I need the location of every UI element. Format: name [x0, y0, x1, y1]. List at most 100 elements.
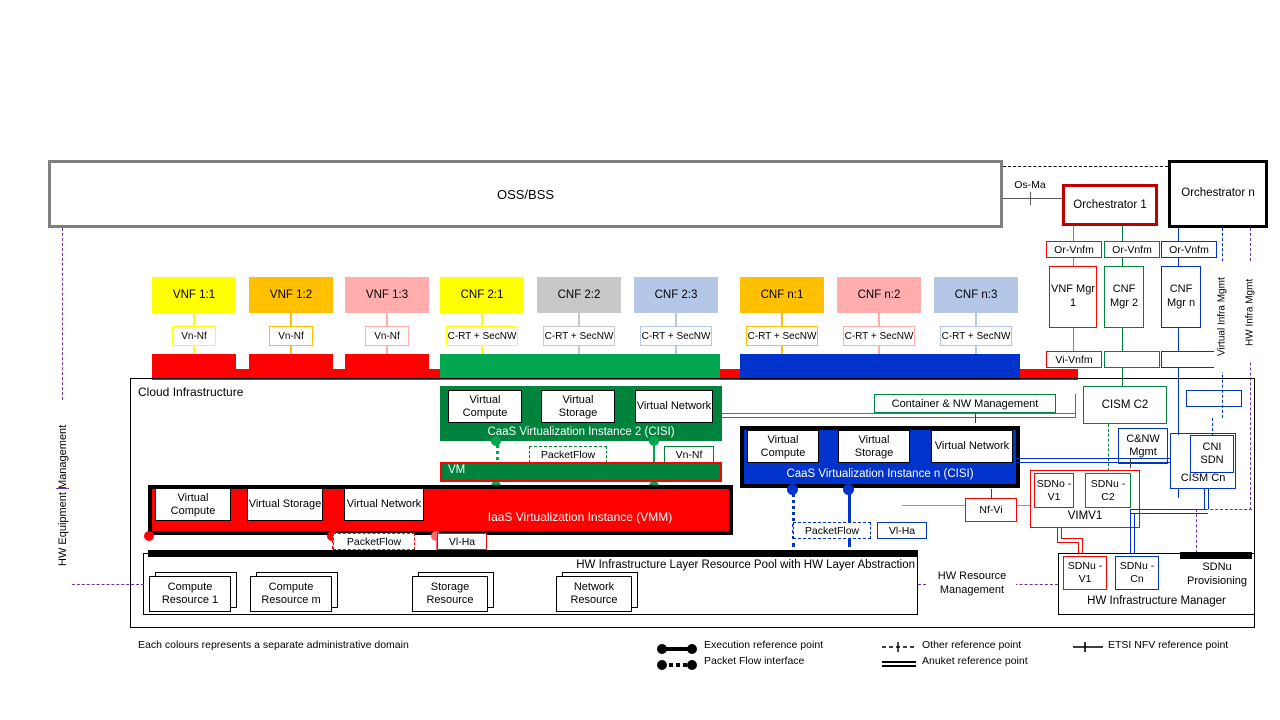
function-box-3[interactable]: VNF 1:3: [345, 277, 429, 313]
anuket-reference-point-icon: [882, 656, 916, 667]
function-interface-label: C-RT + SecNW: [844, 330, 914, 342]
or-vnfm-box-2: Or-Vnfm: [1104, 241, 1160, 258]
caas2-vm-label: VM: [448, 464, 466, 476]
caasn-virtual-compute: Virtual Compute: [747, 430, 819, 463]
caas2-dot-top-left: [491, 436, 501, 446]
cism-cn-label: CISM Cn: [1180, 472, 1226, 484]
caas2-vm-bar: [440, 462, 722, 482]
cnf-mgr-n-box[interactable]: CNF Mgr n: [1161, 266, 1201, 328]
or-vnfm-box-3: Or-Vnfm: [1161, 241, 1217, 258]
container-substrate-blue: [740, 354, 1020, 380]
hw-pool-topbar: [148, 550, 918, 557]
sdno-v1-label: SDNo -V1: [1036, 477, 1072, 503]
cnfmgrn-stub-box: [1186, 390, 1242, 407]
function-box-5[interactable]: CNF 2:2: [537, 277, 621, 313]
cismcn-to-hwim-elbow-b: [1130, 513, 1208, 514]
caasn-anuket-line-a: [1016, 458, 1176, 459]
iaas-virtual-compute: Virtual Compute: [155, 488, 231, 521]
function-box-8[interactable]: CNF n:2: [837, 277, 921, 313]
iaas-packetflow-box: PacketFlow: [333, 533, 415, 550]
function-interface-box-1: Vn-Nf: [172, 326, 216, 346]
hw-resource-compute-1: Compute Resource 1: [149, 576, 231, 612]
vimv1-label: VIMV1: [1067, 510, 1103, 522]
iaas-title: IaaS Virtualization Instance (VMM): [487, 510, 673, 524]
sdnu-v1-label: SDNu -V1: [1067, 560, 1103, 585]
os-ma-line: [1003, 198, 1069, 199]
function-interface-box-7: C-RT + SecNW: [746, 326, 818, 346]
cismcn-to-hwim-elbow-a: [1130, 509, 1206, 510]
cismcn-to-hwim-a: [1204, 489, 1205, 509]
caas2-virtual-compute: Virtual Compute: [448, 390, 522, 423]
orchestrator-n-box[interactable]: Orchestrator n: [1168, 160, 1268, 228]
function-interface-box-3: Vn-Nf: [365, 326, 409, 346]
cni-sdn-box[interactable]: CNI SDN: [1190, 435, 1234, 473]
cnw-mgmt-label: C&NW Mgmt: [1126, 432, 1160, 458]
cloud-infrastructure-label: Cloud Infrastructure: [138, 385, 244, 399]
vimv1-to-hwim-elbow-a: [1057, 542, 1079, 543]
caas2-vn-nf-box: Vn-Nf: [664, 446, 714, 463]
function-box-7[interactable]: CNF n:1: [740, 277, 824, 313]
vnf-mgr-1-box[interactable]: VNF Mgr 1: [1049, 266, 1097, 328]
container-nw-anuket-line-b: [722, 417, 1076, 418]
vimv1-to-hwim-drop-a: [1078, 542, 1079, 556]
vimv1-to-hwim-elbow-b: [1061, 538, 1083, 539]
cloud-infrastructure-box: [130, 378, 1255, 628]
cism-c2-box[interactable]: CISM C2: [1083, 386, 1167, 424]
container-nw-management-box[interactable]: Container & NW Management: [874, 394, 1056, 413]
ossbss-label: OSS/BSS: [496, 186, 555, 202]
caasn-vlha-line: [848, 487, 851, 547]
function-interface-label: C-RT + SecNW: [641, 330, 711, 342]
function-box-1[interactable]: VNF 1:1: [152, 277, 236, 313]
hw-pool-title: HW Infrastructure Layer Resource Pool wi…: [576, 559, 915, 571]
function-box-9[interactable]: CNF n:3: [934, 277, 1018, 313]
oss-orchestrator-dashed-link: [1003, 166, 1168, 167]
cism-c2-label: CISM C2: [1101, 399, 1149, 411]
function-box-label: CNF 2:3: [654, 289, 698, 301]
caasn-dot-top-right: [843, 484, 854, 495]
function-box-4[interactable]: CNF 2:1: [440, 277, 524, 313]
hw-resource-management-label: HW Resource Management: [928, 566, 1016, 602]
function-box-2[interactable]: VNF 1:2: [249, 277, 333, 313]
os-ma-label: Os-Ma: [1008, 178, 1052, 192]
iaas-dot-top-left: [327, 531, 337, 541]
function-interface-label: C-RT + SecNW: [544, 330, 614, 342]
cismcn-to-hwim-b: [1208, 489, 1209, 509]
hw-equipment-mgmt-label: HW Equipment Management: [54, 400, 72, 590]
cism-c2-dashed-down: [1108, 424, 1109, 476]
legend-label-etsi: ETSI NFV reference point: [1108, 639, 1229, 651]
cismcn-to-hwim-drop-b: [1134, 513, 1135, 556]
other-reference-point-icon: [882, 640, 916, 652]
caasn-title: CaaS Virtualization Instance n (CISI): [786, 468, 974, 480]
caas2-packetflow-box: PacketFlow: [529, 446, 607, 463]
function-interface-box-2: Vn-Nf: [269, 326, 313, 346]
iaas-virtual-network: Virtual Network: [344, 488, 424, 521]
hw-equipment-mgmt-elbow: [62, 584, 144, 585]
sdnu-c2-box[interactable]: SDNu -C2: [1085, 473, 1131, 508]
legend-note: Each colours represents a separate admin…: [138, 639, 409, 651]
vimv1-to-hwim-line-a: [1057, 528, 1058, 542]
orchestrator-1-label: Orchestrator 1: [1073, 198, 1147, 211]
sdnu-v1-box[interactable]: SDNu -V1: [1063, 556, 1107, 590]
cnf-mgr-2-label: CNF Mgr 2: [1109, 283, 1139, 309]
hw-resource-network: Network Resource: [556, 576, 632, 612]
hw-infra-mgmt-elbow: [1196, 509, 1252, 510]
function-box-6[interactable]: CNF 2:3: [634, 277, 718, 313]
vnf-mgr-1-label: VNF Mgr 1: [1051, 283, 1095, 309]
caasn-vl-ha-box: Vl-Ha: [877, 522, 927, 539]
function-interface-label: C-RT + SecNW: [747, 330, 817, 342]
hw-infra-mgmt-label: HW Infra Mgmt: [1242, 262, 1258, 362]
cnf-mgr-2-box[interactable]: CNF Mgr 2: [1104, 266, 1144, 328]
sdno-v1-box[interactable]: SDNo -V1: [1034, 473, 1074, 508]
container-nw-anuket-line-a: [722, 413, 1076, 414]
orchestrator-1-box[interactable]: Orchestrator 1: [1062, 184, 1158, 226]
function-box-label: CNF 2:2: [557, 289, 601, 301]
container-nw-right-up: [1075, 394, 1076, 418]
iaas-dot-top-right: [431, 531, 441, 541]
function-box-label: VNF 1:3: [365, 289, 409, 301]
hw-infra-mgmt-line: [1250, 228, 1251, 510]
cni-sdn-dashed-up: [1212, 418, 1213, 436]
container-substrate-green: [440, 354, 720, 380]
function-box-label: CNF n:2: [857, 289, 901, 301]
sdnu-cn-box[interactable]: SDNu -Cn: [1115, 556, 1159, 590]
function-box-label: CNF n:1: [760, 289, 804, 301]
